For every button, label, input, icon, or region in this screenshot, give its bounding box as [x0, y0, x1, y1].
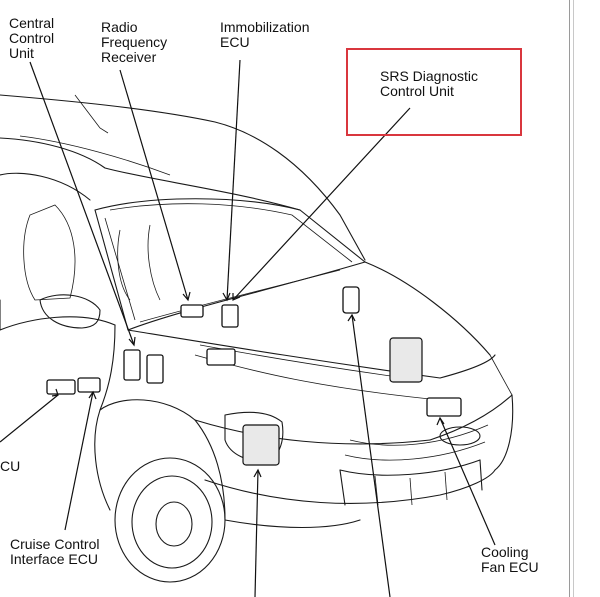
label-cooling-fan-ecu: Cooling Fan ECU	[481, 544, 539, 575]
vehicle-outline	[0, 94, 514, 583]
relay-box	[146, 354, 164, 384]
left-ecu-box	[46, 379, 76, 395]
srs-unit-box	[342, 286, 360, 314]
headlight-module-box	[242, 424, 280, 466]
page-edge-line-2	[573, 0, 574, 597]
leader-lines	[0, 59, 496, 597]
label-radio-frequency-receiver: Radio Frequency Receiver	[101, 19, 168, 65]
srs-highlight-box	[346, 48, 522, 136]
central-dash-ecu-box	[206, 348, 236, 366]
label-partial-ecu: CU	[0, 458, 21, 474]
srs-module-box	[389, 337, 423, 383]
radio-receiver-box	[180, 304, 204, 318]
immobilization-ecu-box	[221, 304, 239, 328]
component-boxes	[46, 286, 462, 466]
label-central-control-unit: Central Control Unit	[9, 15, 55, 61]
central-control-unit-box	[123, 349, 141, 381]
cooling-fan-ecu-box	[426, 397, 462, 417]
cruise-control-ecu-box	[77, 377, 101, 393]
label-srs-diagnostic-control-unit: SRS Diagnostic Control Unit	[380, 68, 479, 99]
page-edge-line	[569, 0, 570, 597]
label-immobilization-ecu: Immobilization ECU	[220, 19, 310, 50]
label-cruise-control-interface-ecu: Cruise Control Interface ECU	[10, 536, 100, 567]
